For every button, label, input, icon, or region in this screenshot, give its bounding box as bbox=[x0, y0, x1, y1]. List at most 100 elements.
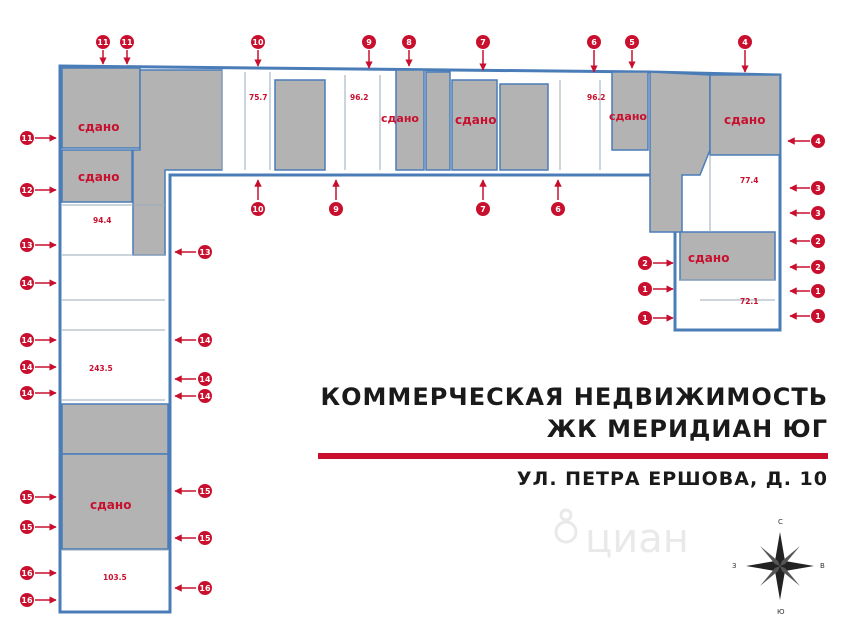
entrance-markers: 11 11 10 9 8 7 6 5 4 11 12 13 14 14 14 1… bbox=[20, 35, 825, 607]
rented-labels: сдано сдано сдано сдано сдано сдано сдан… bbox=[78, 110, 765, 512]
entrance-marker: 15 bbox=[20, 490, 57, 504]
svg-text:15: 15 bbox=[21, 523, 33, 532]
svg-text:2: 2 bbox=[815, 237, 821, 246]
title-line-1: КОММЕРЧЕСКАЯ НЕДВИЖИМОСТЬ bbox=[320, 383, 828, 411]
entrance-marker: 2 bbox=[638, 256, 674, 270]
rented-label: сдано bbox=[78, 170, 119, 184]
entrance-marker: 4 bbox=[787, 134, 825, 148]
area-label: 75.7 bbox=[249, 93, 268, 102]
entrance-marker: 16 bbox=[174, 581, 212, 595]
partitions bbox=[62, 70, 775, 551]
svg-text:3: 3 bbox=[815, 209, 821, 218]
rented-units bbox=[61, 67, 781, 550]
entrance-marker: 4 bbox=[738, 35, 752, 73]
entrance-marker: 14 bbox=[174, 372, 212, 386]
svg-text:1: 1 bbox=[815, 312, 821, 321]
rented-label: сдано bbox=[688, 251, 729, 265]
entrance-marker: 11 bbox=[20, 131, 57, 145]
svg-text:3: 3 bbox=[815, 184, 821, 193]
entrance-marker: 15 bbox=[174, 484, 212, 498]
svg-text:5: 5 bbox=[629, 38, 635, 47]
title-line-2: ЖК МЕРИДИАН ЮГ bbox=[546, 415, 828, 443]
entrance-marker: 14 bbox=[20, 360, 57, 374]
entrance-marker: 1 bbox=[638, 311, 674, 325]
entrance-marker: 3 bbox=[789, 206, 825, 220]
svg-text:13: 13 bbox=[199, 248, 210, 257]
rented-label: сдано bbox=[609, 110, 647, 123]
rented-label: сдано bbox=[90, 498, 131, 512]
entrance-marker: 7 bbox=[476, 179, 490, 216]
svg-text:8: 8 bbox=[406, 38, 412, 47]
svg-text:2: 2 bbox=[815, 263, 821, 272]
entrance-marker: 2 bbox=[789, 234, 825, 248]
entrance-marker: 10 bbox=[251, 35, 265, 67]
svg-text:14: 14 bbox=[21, 279, 33, 288]
entrance-marker: 10 bbox=[251, 179, 265, 216]
compass-south: Ю bbox=[777, 608, 785, 616]
compass-rose: С Ю З В bbox=[732, 518, 825, 616]
entrance-marker: 13 bbox=[174, 245, 212, 259]
svg-text:16: 16 bbox=[21, 596, 33, 605]
title-divider bbox=[318, 453, 828, 459]
entrance-marker: 9 bbox=[329, 179, 343, 216]
area-labels: 75.7 96.2 96.2 77.4 94.4 243.5 103.5 72.… bbox=[89, 93, 759, 582]
svg-text:15: 15 bbox=[199, 534, 211, 543]
svg-text:14: 14 bbox=[21, 363, 33, 372]
entrance-marker: 7 bbox=[476, 35, 490, 71]
compass-west: З bbox=[732, 562, 737, 570]
entrance-marker: 1 bbox=[789, 284, 825, 298]
svg-text:14: 14 bbox=[21, 336, 33, 345]
entrance-marker: 13 bbox=[20, 238, 57, 252]
compass-east: В bbox=[820, 562, 825, 570]
entrance-marker: 14 bbox=[174, 333, 212, 347]
svg-text:15: 15 bbox=[21, 493, 33, 502]
rented-label: сдано bbox=[455, 113, 496, 127]
svg-text:14: 14 bbox=[199, 375, 211, 384]
entrance-marker: 11 bbox=[120, 35, 134, 65]
entrance-marker: 14 bbox=[20, 386, 57, 400]
svg-text:11: 11 bbox=[121, 38, 133, 47]
entrance-marker: 12 bbox=[20, 183, 57, 197]
entrance-marker: 6 bbox=[587, 35, 601, 73]
svg-text:6: 6 bbox=[555, 205, 561, 214]
area-label: 96.2 bbox=[587, 93, 606, 102]
svg-text:2: 2 bbox=[642, 259, 648, 268]
svg-text:4: 4 bbox=[742, 38, 748, 47]
entrance-marker: 1 bbox=[789, 309, 825, 323]
entrance-marker: 9 bbox=[362, 35, 376, 69]
area-label: 77.4 bbox=[740, 176, 759, 185]
svg-text:11: 11 bbox=[97, 38, 109, 47]
svg-text:6: 6 bbox=[591, 38, 597, 47]
compass-north: С bbox=[778, 518, 783, 526]
entrance-marker: 6 bbox=[551, 179, 565, 216]
entrance-marker: 14 bbox=[20, 276, 57, 290]
area-label: 103.5 bbox=[103, 573, 127, 582]
entrance-marker: 16 bbox=[20, 593, 57, 607]
svg-text:14: 14 bbox=[199, 392, 211, 401]
svg-text:12: 12 bbox=[21, 186, 32, 195]
entrance-marker: 5 bbox=[625, 35, 639, 69]
entrance-marker: 8 bbox=[402, 35, 416, 67]
entrance-marker: 2 bbox=[789, 260, 825, 274]
svg-text:1: 1 bbox=[815, 287, 821, 296]
svg-text:9: 9 bbox=[366, 38, 372, 47]
svg-text:16: 16 bbox=[199, 584, 211, 593]
area-label: 72.1 bbox=[740, 297, 759, 306]
svg-text:11: 11 bbox=[21, 134, 33, 143]
area-label: 96.2 bbox=[350, 93, 369, 102]
entrance-marker: 11 bbox=[96, 35, 110, 65]
address: УЛ. ПЕТРА ЕРШОВА, Д. 10 bbox=[516, 468, 828, 490]
rented-label: сдано bbox=[724, 113, 765, 127]
entrance-marker: 16 bbox=[20, 566, 57, 580]
svg-text:1: 1 bbox=[642, 314, 648, 323]
svg-text:7: 7 bbox=[480, 205, 486, 214]
svg-text:7: 7 bbox=[480, 38, 486, 47]
entrance-marker: 14 bbox=[20, 333, 57, 347]
building-walls bbox=[58, 64, 782, 614]
svg-text:10: 10 bbox=[252, 38, 264, 47]
entrance-marker: 3 bbox=[789, 181, 825, 195]
rented-label: сдано bbox=[78, 120, 119, 134]
svg-text:4: 4 bbox=[815, 137, 821, 146]
svg-text:циан: циан bbox=[585, 516, 689, 562]
